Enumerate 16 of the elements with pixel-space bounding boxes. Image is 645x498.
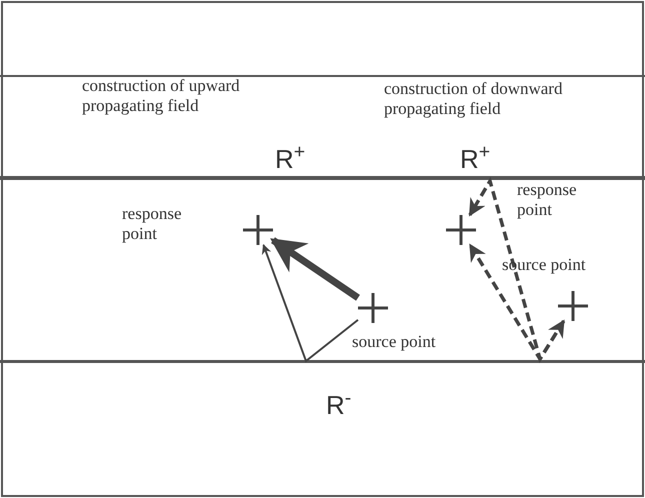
point-cross (358, 293, 388, 323)
point-label: source point (502, 255, 587, 275)
point-cross (243, 215, 273, 245)
panel-caption: construction of downward propagating field (384, 79, 564, 119)
point-label: response point (517, 180, 578, 220)
region-label: R$^{-}$ (326, 390, 352, 420)
ray-arrow (262, 244, 359, 363)
region-label: R$^{+}$ (275, 144, 306, 174)
point-label: source point (352, 332, 437, 352)
point-label: response point (122, 204, 182, 244)
panel-caption: construction of upward propagating field (82, 76, 241, 116)
region-label: R$^{+}$ (460, 144, 490, 174)
ray-arrow (468, 244, 566, 362)
ray-arrow (270, 237, 360, 301)
point-cross (558, 291, 588, 321)
point-cross (446, 215, 476, 245)
